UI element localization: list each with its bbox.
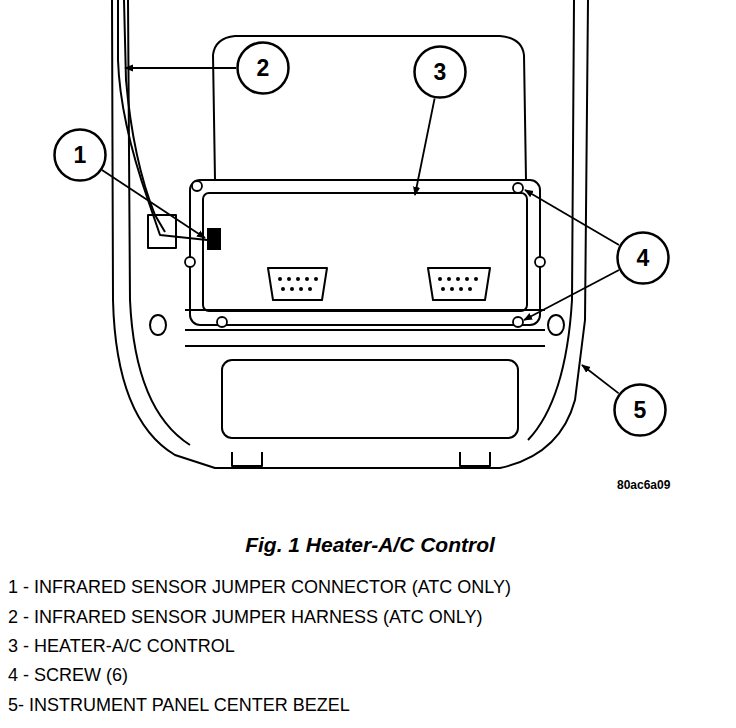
bezel-inner-right [528,0,574,440]
lower-opening [222,360,518,438]
callout-number: 1 [53,128,107,182]
sensor-jumper-connector [207,228,221,250]
legend-entry: 5- INSTRUMENT PANEL CENTER BEZEL [8,695,350,716]
callout-circle: 3 [413,45,467,99]
mount-hole [150,315,166,335]
lower-band-line [185,309,545,311]
mount-hole [548,315,564,335]
callout-circle: 1 [53,128,107,182]
bezel-outer-edge [112,0,588,468]
harness-wire [118,0,207,240]
control-face [203,193,527,311]
figure-caption: Fig. 1 Heater-A/C Control [245,533,495,557]
leader-line [525,190,619,245]
callout-number: 4 [616,231,670,285]
callout-number: 3 [413,45,467,99]
lower-band-line [185,345,545,347]
callout-number: 5 [613,383,667,437]
connector-pins [278,277,478,291]
callout-circle: 5 [613,383,667,437]
control-frame [190,180,540,325]
callout-number: 2 [236,41,290,95]
legend-entry: 2 - INFRARED SENSOR JUMPER HARNESS (ATC … [8,607,482,628]
leader-line [102,170,205,238]
legend-entry: 4 - SCREW (6) [8,665,128,686]
leader-line [582,365,619,393]
upper-opening [213,36,526,180]
leader-line [524,270,619,320]
wire-connector [268,268,327,300]
callout-circle: 2 [236,41,290,95]
callout-circle: 4 [616,231,670,285]
legend-entry: 1 - INFRARED SENSOR JUMPER CONNECTOR (AT… [8,577,511,598]
figure-id: 80ac6a09 [617,478,670,492]
leader-line [415,99,435,196]
mount-tab [232,452,262,466]
side-bracket [148,215,176,248]
mount-tab [460,452,490,466]
screws [185,181,545,327]
wire-connector [428,268,490,300]
legend-entry: 3 - HEATER-A/C CONTROL [8,636,235,657]
leader-line [125,67,236,69]
lower-band-line [185,329,545,331]
